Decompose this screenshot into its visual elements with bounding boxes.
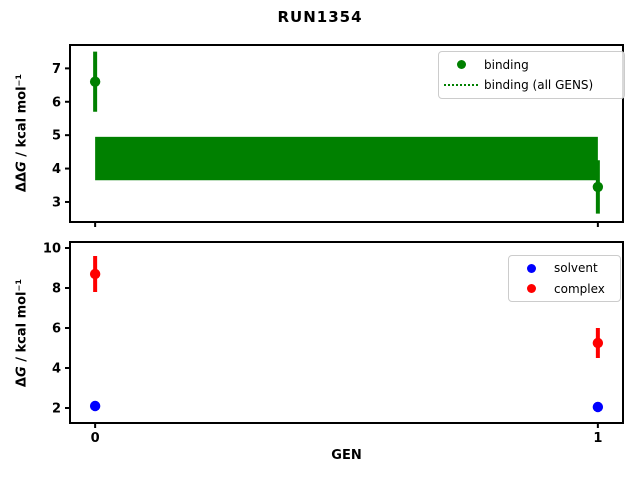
x-tick-label: 0 xyxy=(91,431,100,446)
axes-spines xyxy=(69,241,624,424)
data-point-solvent xyxy=(89,400,101,412)
binding-dot-marker-icon xyxy=(456,60,466,70)
binding-all-gens-dotted-line-icon xyxy=(444,84,478,87)
band-binding-all-gens- xyxy=(95,136,598,181)
ylabel-top-prefix: ΔΔ xyxy=(14,171,30,193)
ylabel-bottom-prefix: Δ xyxy=(14,377,30,388)
legend-label-binding-all-gens: binding (all GENS) xyxy=(484,78,594,93)
x-axis-label: GEN xyxy=(331,448,362,463)
ylabel-top-unit: / kcal mol⁻¹ xyxy=(14,73,30,162)
data-point-complex xyxy=(592,337,604,349)
legend-dg: solvent complex xyxy=(508,255,621,302)
ylabel-bottom-variable: G xyxy=(14,366,30,378)
legend-label-solvent: solvent xyxy=(554,261,598,276)
complex-dot-marker-icon xyxy=(526,284,536,294)
y-tick-label: 8 xyxy=(52,282,61,297)
y-tick-label: 4 xyxy=(52,162,61,177)
legend-binding: binding binding (all GENS) xyxy=(438,51,625,99)
ylabel-top-variable: G xyxy=(14,161,30,172)
y-axis-label-bottom: ΔG / kcal mol⁻¹ xyxy=(15,279,30,387)
axes-spines xyxy=(69,44,624,223)
y-tick-label: 3 xyxy=(52,195,61,210)
y-tick-label: 7 xyxy=(52,62,61,77)
y-tick-label: 5 xyxy=(52,129,61,144)
data-point-binding xyxy=(592,181,604,193)
data-point-solvent xyxy=(592,401,604,413)
data-point-binding xyxy=(89,76,101,87)
x-tick-label: 1 xyxy=(593,431,602,446)
legend-item-binding: binding xyxy=(443,55,618,75)
y-tick-label: 2 xyxy=(52,402,61,417)
figure-title: RUN1354 xyxy=(277,8,363,26)
data-point-complex xyxy=(89,268,101,280)
legend-label-binding: binding xyxy=(484,57,529,72)
solvent-dot-marker-icon xyxy=(526,263,536,273)
legend-item-complex: complex xyxy=(513,279,614,299)
ylabel-bottom-unit: / kcal mol⁻¹ xyxy=(14,278,30,367)
legend-label-complex: complex xyxy=(554,281,605,296)
y-tick-label: 6 xyxy=(52,95,61,110)
y-tick-label: 4 xyxy=(52,362,61,377)
y-tick-label: 6 xyxy=(52,322,61,337)
legend-item-solvent: solvent xyxy=(513,258,614,278)
y-tick-label: 10 xyxy=(43,242,61,257)
y-axis-label-top: ΔΔG / kcal mol⁻¹ xyxy=(15,74,30,192)
legend-item-binding-all-gens: binding (all GENS) xyxy=(443,75,618,95)
